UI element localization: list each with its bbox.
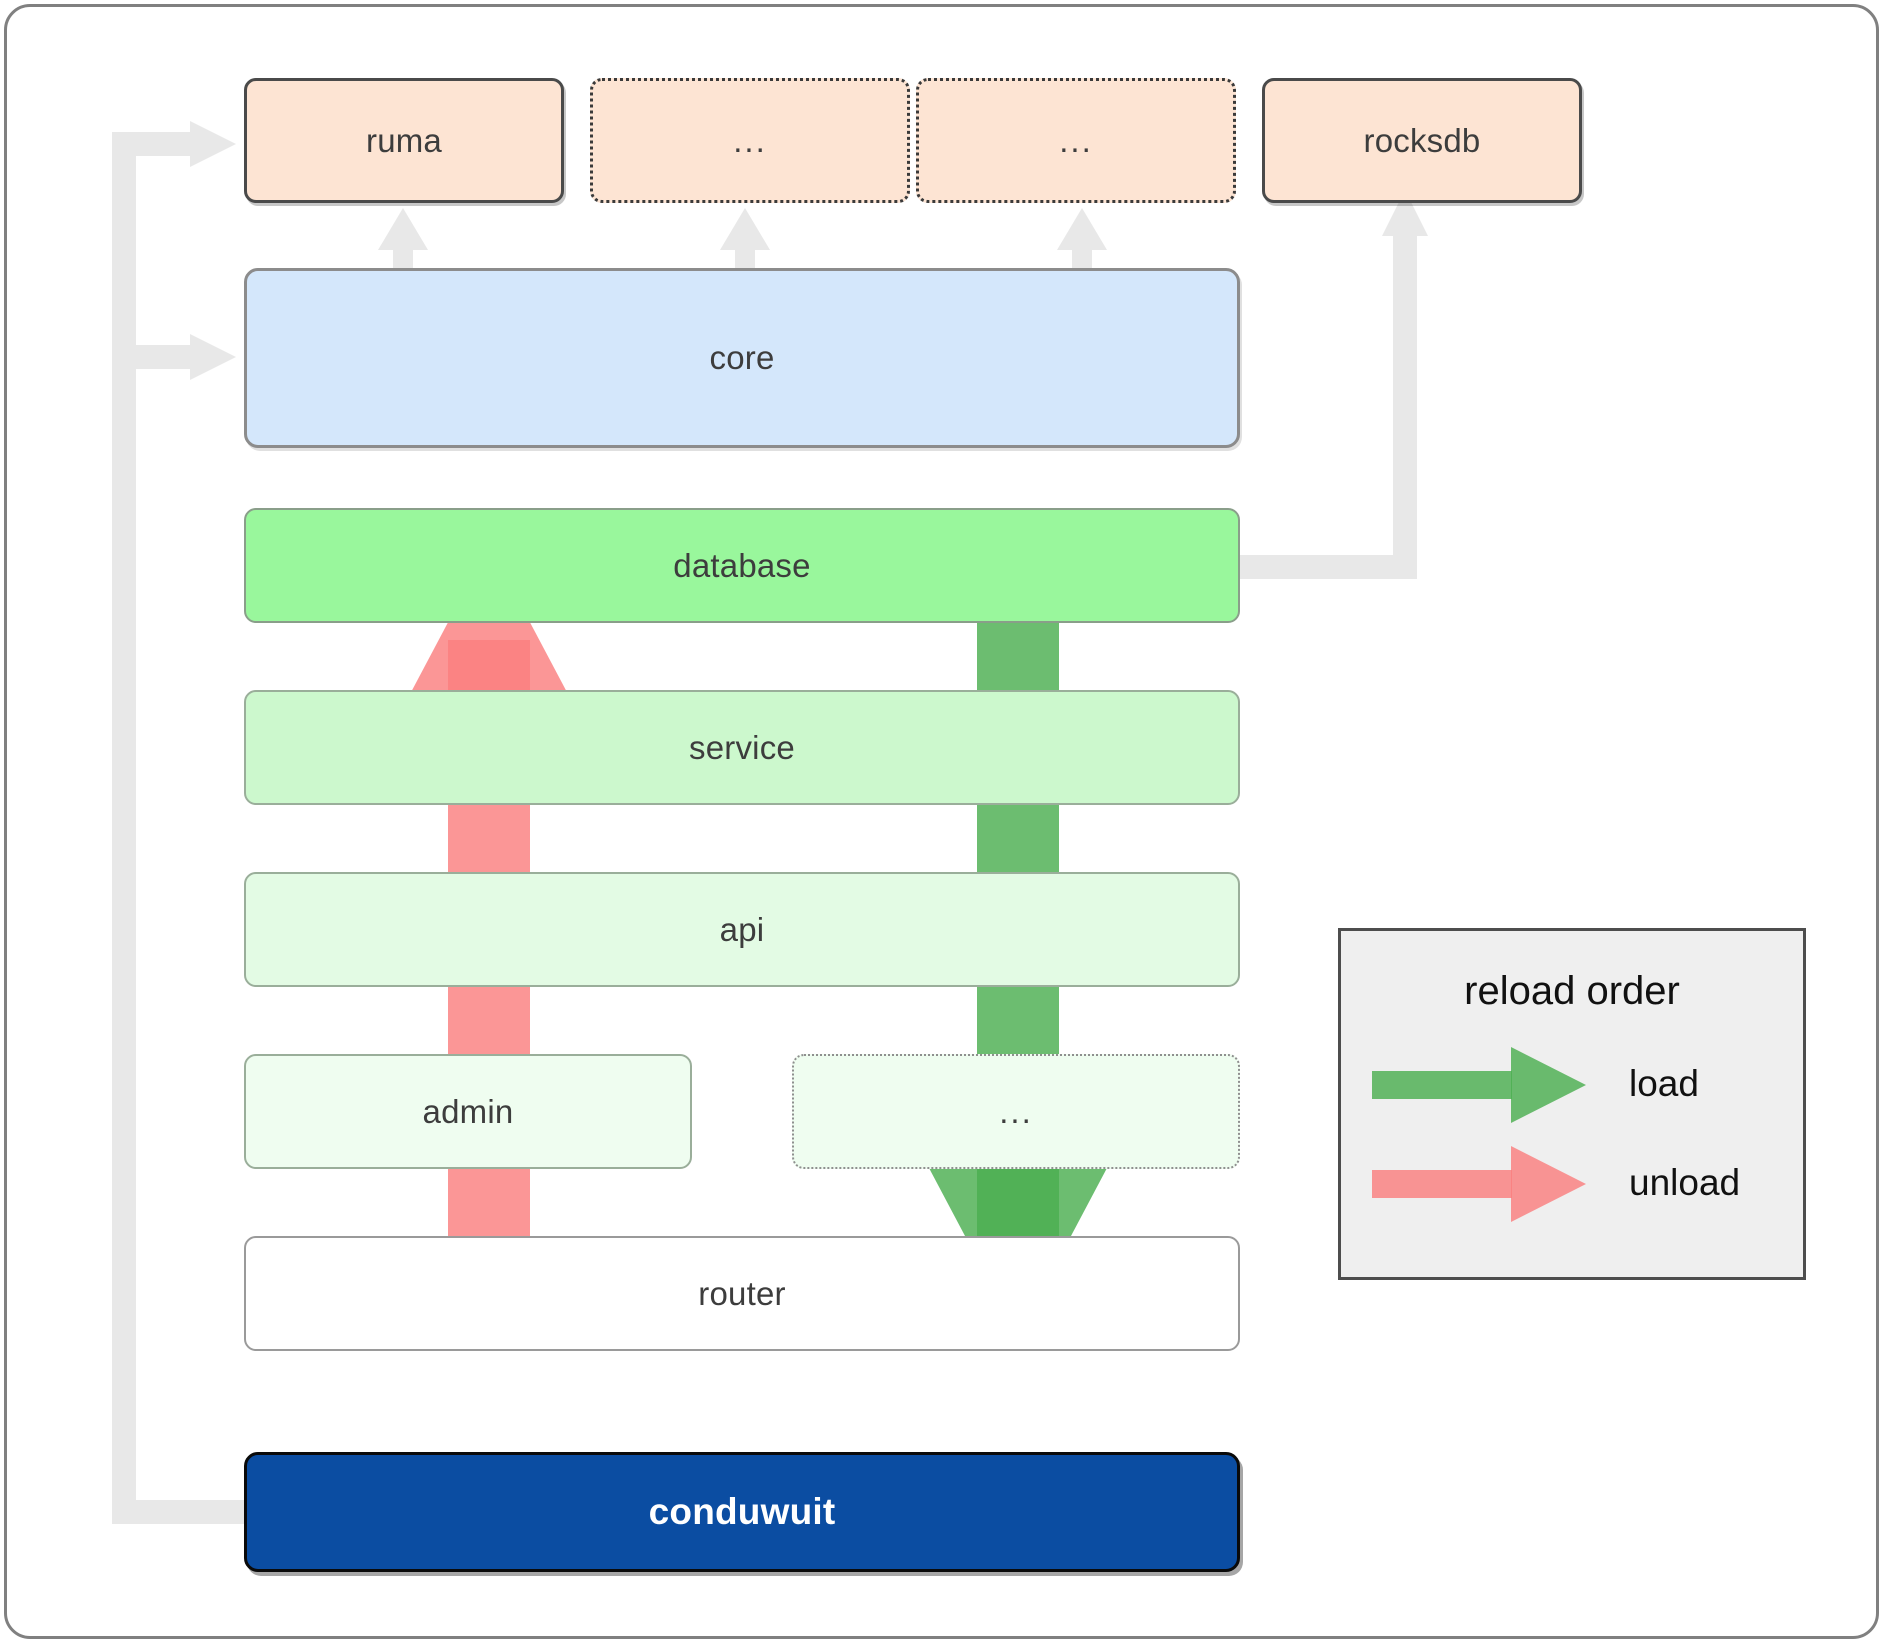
layer-node-admin-label: admin (422, 1092, 514, 1130)
dependency-node-rocksdb[interactable]: rocksdb (1262, 78, 1582, 203)
layer-node-service-label: service (689, 728, 795, 766)
dependency-node-ruma-label: ruma (366, 121, 442, 159)
layer-node-extra-label: ... (999, 1092, 1033, 1130)
dependency-node-rocksdb-label: rocksdb (1363, 121, 1481, 159)
legend-label-unload: unload (1629, 1162, 1741, 1203)
dependency-node-3-label: ... (1059, 121, 1093, 159)
diagram-frame (4, 4, 1879, 1639)
legend-label-load: load (1629, 1063, 1699, 1104)
core-node[interactable]: core (244, 268, 1240, 448)
core-node-label: core (709, 339, 775, 376)
dependency-node-3[interactable]: ... (916, 78, 1236, 203)
layer-node-admin[interactable]: admin (244, 1054, 692, 1169)
layer-node-api[interactable]: api (244, 872, 1240, 987)
layer-node-router[interactable]: router (244, 1236, 1240, 1351)
layer-node-database[interactable]: database (244, 508, 1240, 623)
layer-node-database-label: database (673, 546, 811, 584)
layer-node-router-label: router (698, 1274, 786, 1312)
layer-node-service[interactable]: service (244, 690, 1240, 805)
legend-unload-arrow-icon (1372, 1146, 1586, 1222)
layer-node-api-label: api (719, 910, 765, 948)
binary-node-conduwuit-label: conduwuit (648, 1491, 836, 1532)
binary-node-conduwuit[interactable]: conduwuit (244, 1452, 1240, 1572)
legend-title: reload order (1464, 969, 1680, 1013)
dependency-node-2-label: ... (733, 121, 767, 159)
legend-load-arrow-icon (1372, 1047, 1586, 1123)
legend-panel: reload order load unload (1338, 928, 1806, 1280)
layer-node-extra[interactable]: ... (792, 1054, 1240, 1169)
dependency-node-2[interactable]: ... (590, 78, 910, 203)
legend-arrows (1372, 1047, 1586, 1222)
dependency-node-ruma[interactable]: ruma (244, 78, 564, 203)
